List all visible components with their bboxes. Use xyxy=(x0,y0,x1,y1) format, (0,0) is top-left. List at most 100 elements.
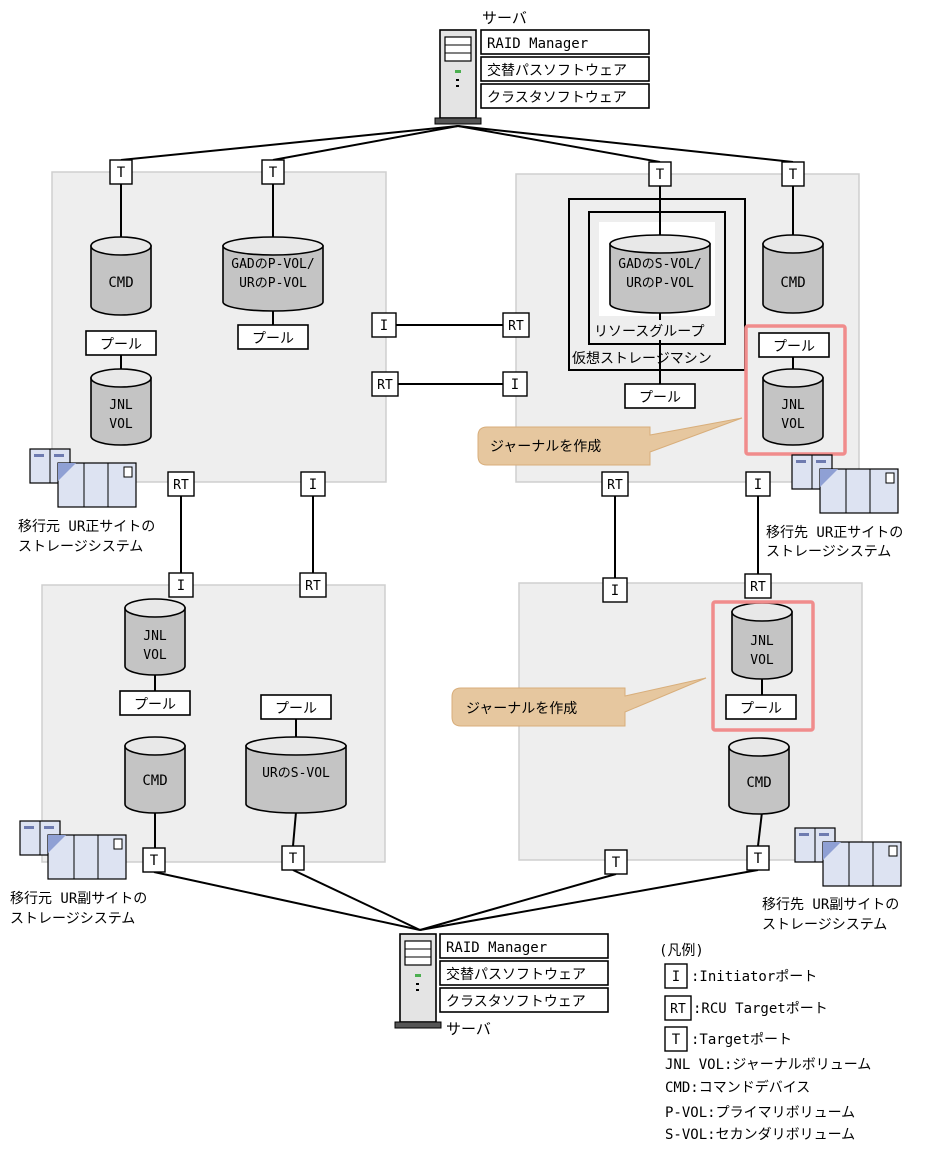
site-caption: ストレージシステム xyxy=(766,544,891,560)
pool-box xyxy=(260,694,332,720)
svg-text:URのP-VOL: URのP-VOL xyxy=(626,276,694,291)
software-cluster: クラスタソフトウェア xyxy=(487,90,627,106)
site-caption: ストレージシステム xyxy=(762,917,887,933)
svg-text:プール: プール xyxy=(740,701,782,717)
svg-text:RT: RT xyxy=(750,580,766,595)
legend-cmd: CMD:コマンドデバイス xyxy=(665,1079,810,1096)
source-primary-contents: T T CMD GADのP-VOL/ URのP-VOL プール プール JNL … xyxy=(18,159,324,555)
software-raid-manager: RAID Manager xyxy=(487,36,588,52)
software-raid-manager: RAID Manager xyxy=(446,940,547,956)
initiator-port xyxy=(300,471,326,497)
jnl-volume: JNL VOL xyxy=(90,368,152,446)
site-caption: ストレージシステム xyxy=(18,539,143,555)
site-caption: 移行先 UR正サイトの xyxy=(766,525,903,541)
svg-text:RT: RT xyxy=(508,319,524,334)
svg-text:T: T xyxy=(672,1032,681,1048)
site-caption: ストレージシステム xyxy=(10,911,135,927)
rcu-target-port xyxy=(299,572,327,598)
site-caption: 移行元 UR正サイトの xyxy=(18,519,155,535)
server-top-label: サーバ xyxy=(482,9,527,27)
svg-text:GADのP-VOL/: GADのP-VOL/ xyxy=(231,257,314,272)
legend-target: :Targetポート xyxy=(691,1032,792,1048)
svg-text:T: T xyxy=(150,853,159,869)
svg-text:URのS-VOL: URのS-VOL xyxy=(262,766,330,781)
svg-text:RT: RT xyxy=(670,1002,686,1017)
cmd-volume: CMD xyxy=(728,737,790,815)
rcu-target-port xyxy=(502,312,530,338)
svg-text:プール: プール xyxy=(252,331,294,347)
svg-text:ジャーナルを作成: ジャーナルを作成 xyxy=(466,701,577,717)
site-caption: 移行元 UR副サイトの xyxy=(10,891,147,907)
svg-text:T: T xyxy=(656,167,665,183)
jnl-volume: JNL VOL xyxy=(124,598,186,676)
pool-box xyxy=(758,332,830,358)
legend-target-port xyxy=(664,1026,688,1052)
svg-text:T: T xyxy=(269,165,278,181)
pool-box xyxy=(85,330,157,356)
svg-text:プール: プール xyxy=(100,337,142,353)
svg-text:VOL: VOL xyxy=(143,648,167,663)
svg-text:CMD: CMD xyxy=(142,773,167,789)
site-source-secondary xyxy=(41,584,386,863)
server-bottom: RAID Manager 交替パスソフトウェア クラスタソフトウェア サーバ xyxy=(394,933,609,1038)
rcu-target-port xyxy=(744,573,772,599)
initiator-port xyxy=(168,572,194,598)
create-journal-callout: ジャーナルを作成 xyxy=(451,677,707,727)
svg-text:JNL: JNL xyxy=(109,398,133,413)
jnl-volume: JNL VOL xyxy=(731,602,793,680)
svg-text:T: T xyxy=(789,167,798,183)
inter-site-ports: RT I I RT RT I I RT xyxy=(167,471,772,603)
virtual-storage-machine-frame xyxy=(568,198,746,371)
cmd-volume: CMD xyxy=(762,234,824,314)
svg-text:JNL: JNL xyxy=(781,398,805,413)
svg-text:RT: RT xyxy=(607,478,623,493)
legend-rcu-target-port xyxy=(664,995,692,1021)
svg-text:JNL: JNL xyxy=(750,634,774,649)
svg-text:CMD: CMD xyxy=(780,275,805,291)
software-path: 交替パスソフトウェア xyxy=(446,966,586,983)
svg-text:VOL: VOL xyxy=(781,417,805,432)
target-port xyxy=(281,845,305,871)
svg-text:CMD: CMD xyxy=(746,775,771,791)
target-secondary-contents: JNL VOL プール ジャーナルを作成 CMD T T 移行先 UR副サイトの… xyxy=(451,600,902,933)
legend-jnl: JNL VOL:ジャーナルボリューム xyxy=(665,1057,871,1073)
target-port xyxy=(142,847,166,873)
server-icon xyxy=(434,29,482,125)
svg-text:T: T xyxy=(612,855,621,871)
svg-text:ジャーナルを作成: ジャーナルを作成 xyxy=(490,439,601,455)
svg-text:RT: RT xyxy=(173,478,189,493)
pool-box xyxy=(237,324,309,350)
site-caption: 移行先 UR副サイトの xyxy=(762,897,899,913)
svg-text:I: I xyxy=(754,477,762,493)
legend: (凡例) I :Initiatorポート RT :RCU Targetポート T… xyxy=(659,943,871,1143)
server-bottom-label: サーバ xyxy=(446,1020,491,1038)
software-path: 交替パスソフトウェア xyxy=(487,62,627,79)
resource-group-frame xyxy=(588,211,726,345)
svg-text:I: I xyxy=(511,377,519,393)
resource-group-label: リソースグループ xyxy=(594,324,704,340)
svg-text:VOL: VOL xyxy=(109,417,133,432)
legend-svol: S-VOL:セカンダリボリューム xyxy=(665,1127,855,1143)
server-icon xyxy=(394,933,442,1029)
legend-initiator-port xyxy=(664,963,688,989)
new-journal-highlight xyxy=(744,324,847,456)
server-top: サーバ RAID Manager 交替パスソフトウェア クラスタソフトウェア xyxy=(434,9,650,125)
svg-text:RT: RT xyxy=(377,378,393,393)
target-port xyxy=(781,161,805,187)
legend-title: (凡例) xyxy=(659,943,704,959)
source-secondary-contents: JNL VOL プール プール CMD URのS-VOL T T 移行元 UR副… xyxy=(10,598,347,927)
virtual-storage-label: 仮想ストレージマシン xyxy=(572,351,712,367)
svg-text:CMD: CMD xyxy=(108,275,133,291)
target-port xyxy=(604,849,628,875)
initiator-port xyxy=(602,577,628,603)
svg-text:URのP-VOL: URのP-VOL xyxy=(239,276,307,291)
svg-text:I: I xyxy=(611,583,619,599)
svg-text:JNL: JNL xyxy=(143,629,167,644)
initiator-port xyxy=(371,312,397,338)
cmd-volume: CMD xyxy=(90,236,152,316)
rcu-target-port xyxy=(371,371,399,397)
remote-ports-primary: I RT RT I xyxy=(371,312,530,397)
svg-text:T: T xyxy=(117,165,126,181)
svg-text:I: I xyxy=(177,578,185,594)
